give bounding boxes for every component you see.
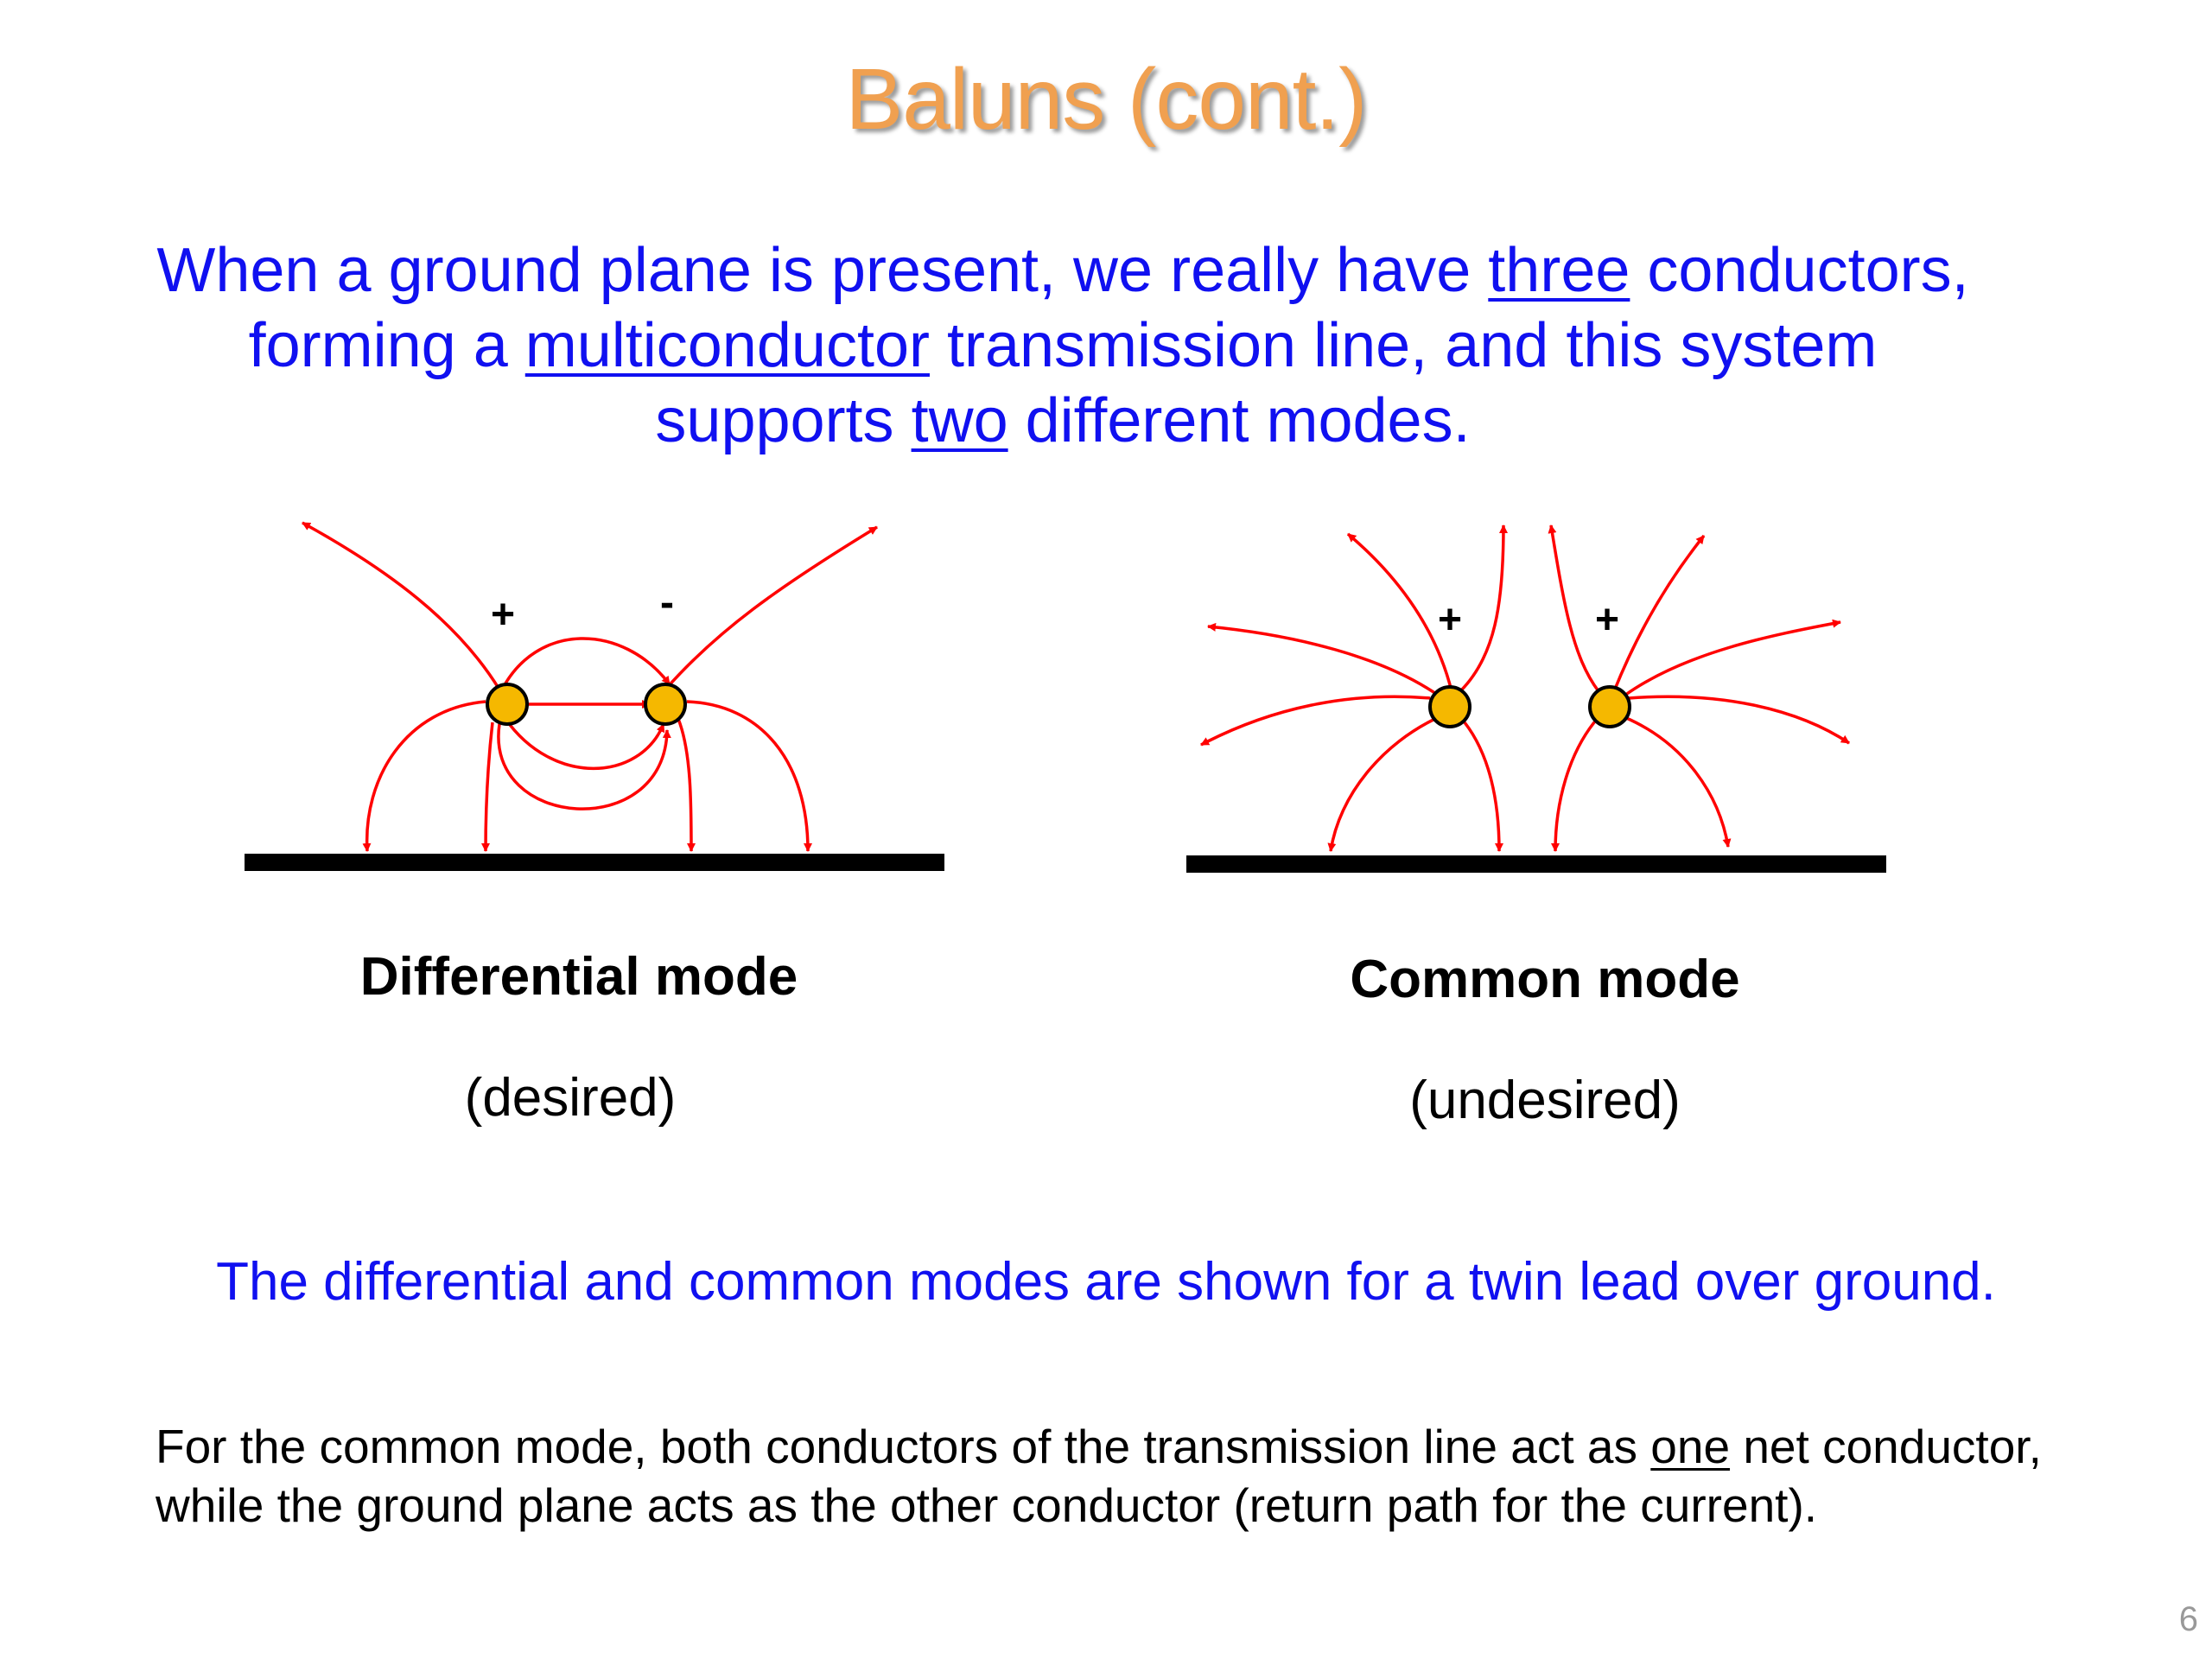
ground-plane-left — [245, 854, 944, 871]
conductor-negative — [644, 683, 687, 726]
field-line — [1548, 524, 1600, 693]
ground-plane-right — [1186, 855, 1886, 873]
intro-text-1: When a ground plane is present, we reall… — [156, 236, 1489, 305]
field-line — [1551, 715, 1600, 852]
polarity-sign-left: + — [1438, 597, 1462, 643]
field-line — [1612, 534, 1706, 692]
footer-text-2: net conductor, while the ground plane ac… — [156, 1420, 2042, 1532]
field-line — [1207, 622, 1440, 697]
field-line — [504, 717, 665, 770]
field-line — [499, 637, 671, 692]
footer-paragraph: For the common mode, both conductors of … — [156, 1417, 2160, 1535]
field-line — [1327, 715, 1440, 852]
slide-title: Baluns (cont.) — [845, 51, 1368, 148]
footer-emphasis-one: one — [1650, 1420, 1731, 1473]
intro-text-2: conductors, forming a — [248, 236, 1969, 380]
common-mode-note: (undesired) — [1409, 1071, 1681, 1130]
intro-text-4: different modes. — [1007, 386, 1471, 455]
field-line — [1200, 695, 1431, 747]
intro-emphasis-three: three — [1488, 236, 1630, 305]
field-line — [1459, 524, 1508, 693]
field-line — [1623, 619, 1841, 697]
polarity-sign-negative: - — [660, 580, 674, 626]
field-line — [1624, 715, 1732, 848]
conductor-positive — [486, 683, 529, 726]
differential-mode-label: Differential mode — [359, 947, 798, 1007]
intro-emphasis-multiconductor: multiconductor — [524, 311, 930, 380]
field-line — [677, 718, 696, 852]
common-mode-diagram — [1186, 524, 1886, 873]
field-line — [1628, 695, 1850, 745]
intro-text-3: transmission line, and this system suppo… — [655, 311, 1878, 455]
field-line — [302, 521, 501, 690]
differential-mode-diagram — [245, 521, 944, 871]
field-line — [481, 721, 494, 852]
field-line — [1459, 715, 1503, 852]
field-line — [1346, 532, 1453, 692]
intro-emphasis-two: two — [911, 386, 1008, 455]
polarity-sign-positive: + — [491, 592, 515, 638]
field-line — [362, 700, 486, 852]
polarity-sign-right: + — [1595, 597, 1619, 643]
caption: The differential and common modes are sh… — [216, 1252, 1996, 1312]
field-line — [497, 723, 671, 810]
field-line — [686, 700, 812, 852]
conductor-right — [1588, 685, 1631, 728]
differential-mode-note: (desired) — [464, 1068, 677, 1128]
footer-text-1: For the common mode, both conductors of … — [156, 1420, 1651, 1473]
common-mode-label: Common mode — [1350, 950, 1740, 1009]
page-number: 6 — [2178, 1600, 2198, 1638]
field-line — [664, 525, 878, 691]
intro-paragraph: When a ground plane is present, we reall… — [156, 233, 1970, 459]
conductor-left — [1428, 685, 1471, 728]
